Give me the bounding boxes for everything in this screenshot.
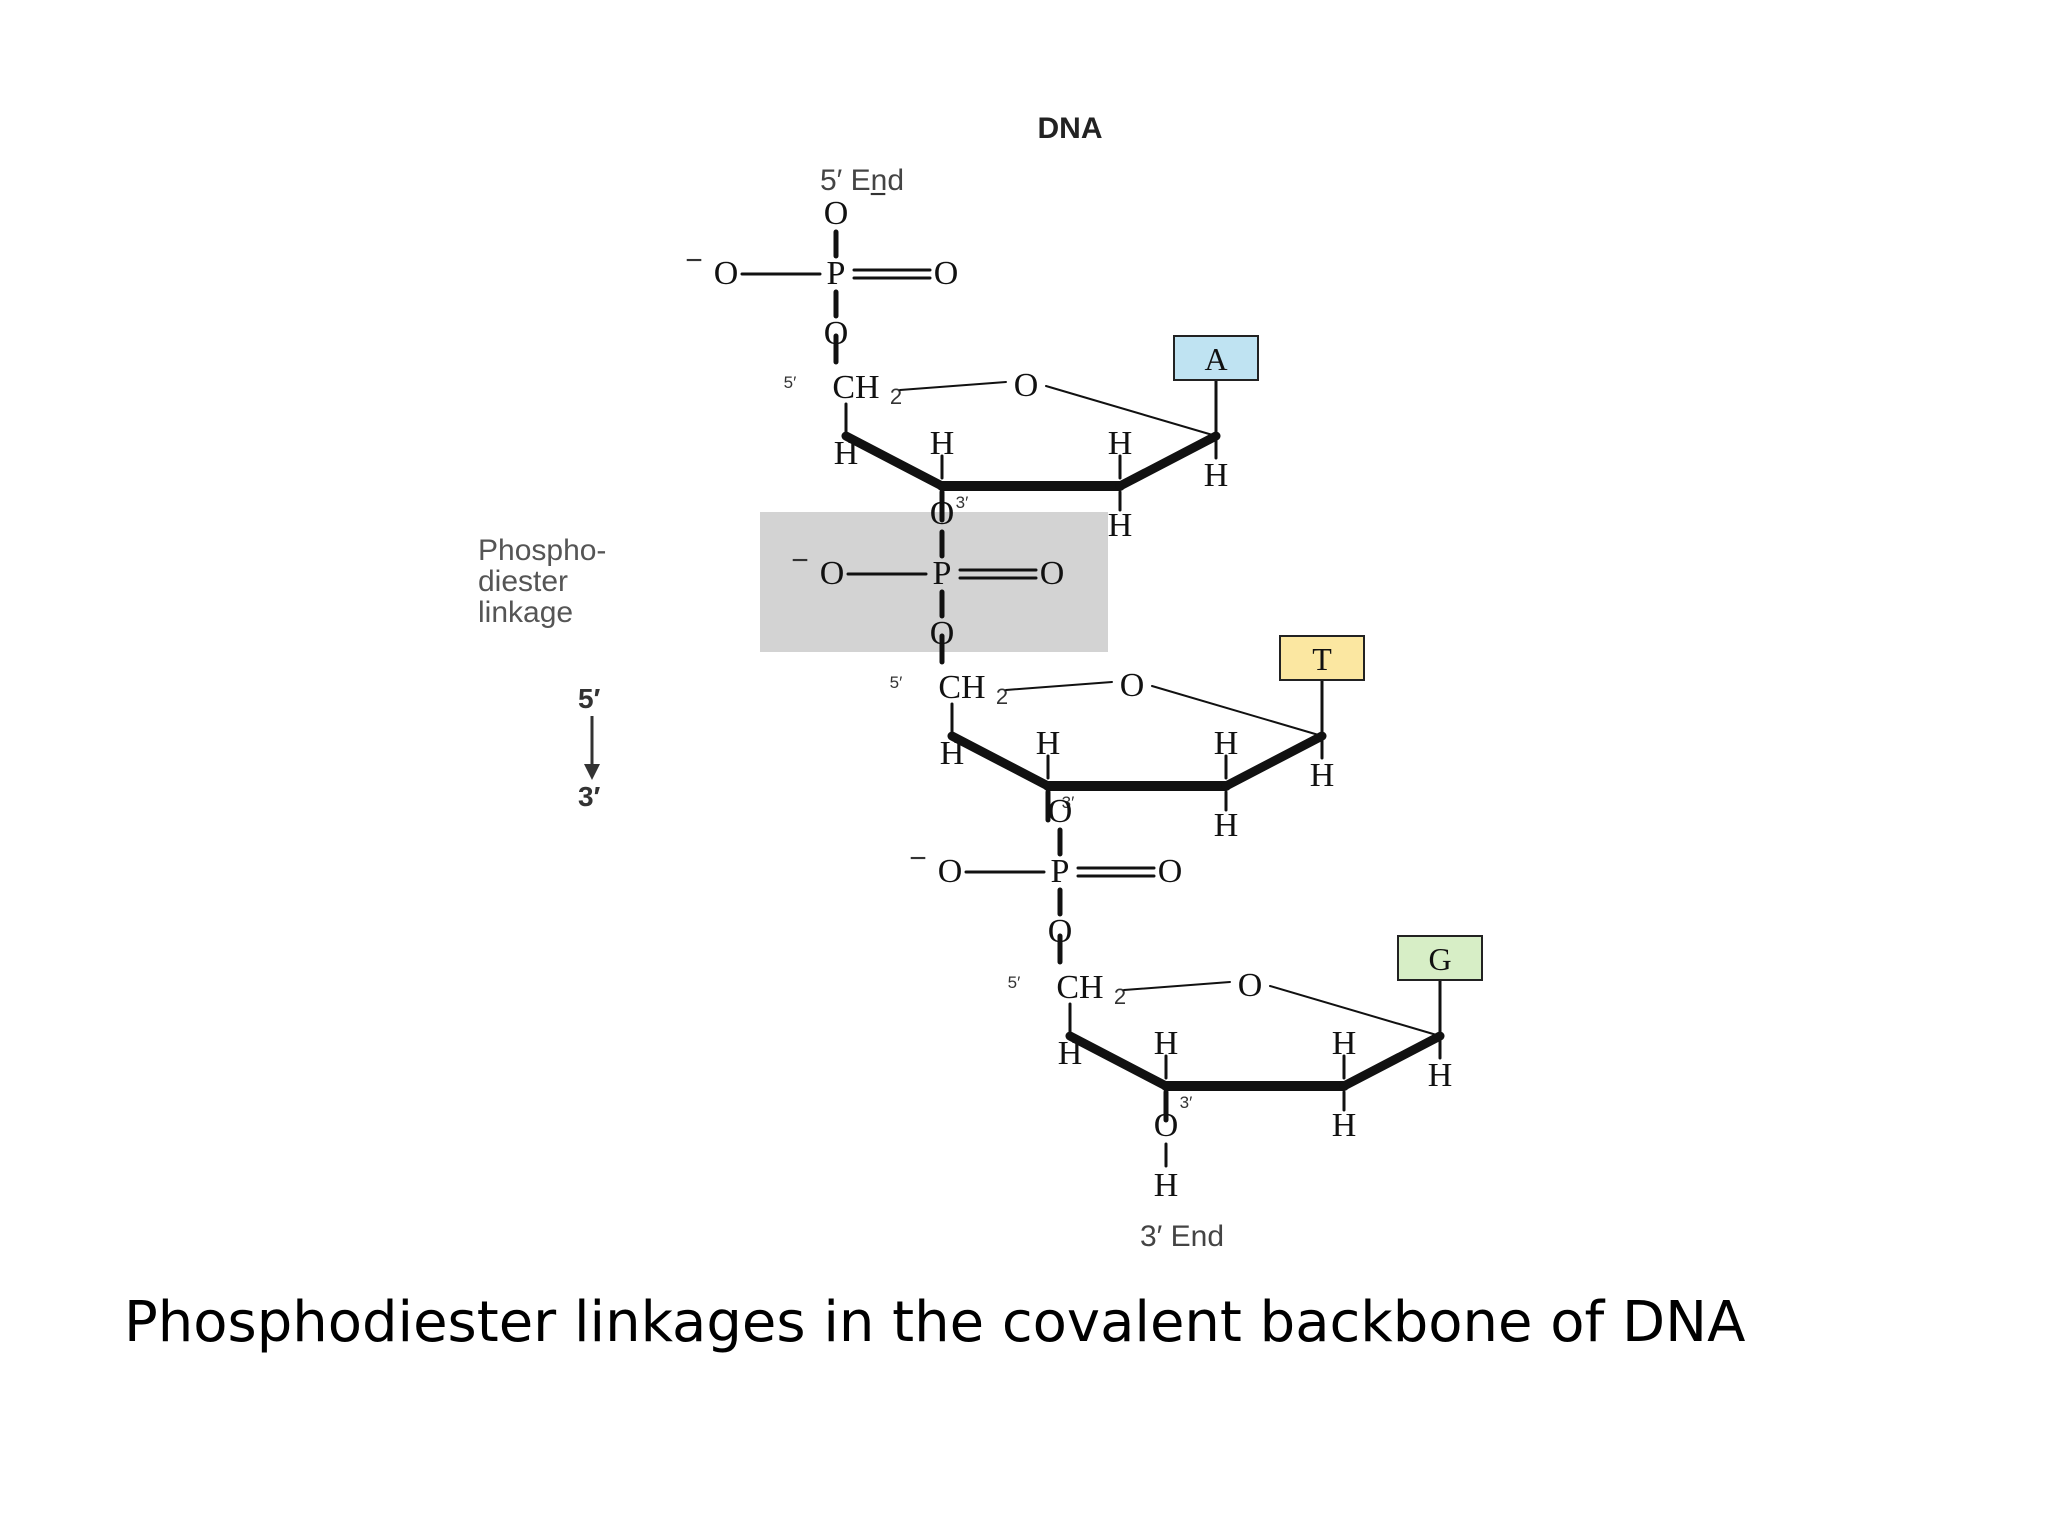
direction-arrow-head (584, 764, 600, 780)
sugar-3-bond-c4-o-ring-a (1123, 981, 1231, 991)
sugar-3-c3-label: 3′ (1180, 1093, 1193, 1112)
sugar-1-ring-o: O (1014, 367, 1039, 404)
phosphate-2-charge: − (791, 544, 809, 577)
sugar-1-base-letter: A (1204, 341, 1227, 377)
sugar-2-ring-o: O (1120, 667, 1145, 704)
sugar-3-base-letter: G (1428, 941, 1451, 977)
sugar-2-h-c3: H (1036, 725, 1061, 762)
sugar-1-h-c2-down: H (1108, 507, 1133, 544)
sugar-1-h-c2-up: H (1108, 425, 1133, 462)
phosphate-2-left-o: O (820, 555, 845, 592)
sugar-1-h-c1: H (1204, 457, 1229, 494)
terminal-5-charge: − (869, 178, 887, 211)
sugar-1-c3-label: 3′ (956, 493, 969, 512)
sugar-1-ch2-sub: 2 (890, 384, 902, 409)
phosphate-3-p: P (1051, 853, 1070, 890)
direction-bottom-label: 3′ (578, 781, 601, 812)
phosphate-2-p: P (933, 555, 952, 592)
terminal-3-o: O (1154, 1107, 1179, 1144)
sugar-3-bond-c2c1 (1339, 1031, 1445, 1091)
sugar-2-h-c4: H (940, 735, 965, 772)
sugar-2-c3-label: 3′ (1062, 793, 1075, 812)
sugar-2-base-box (1279, 635, 1365, 681)
five-prime-end-label: 5′ End (820, 164, 904, 197)
sugar-3-h-c4: H (1058, 1035, 1083, 1072)
sugar-2-bond-c4c3 (947, 731, 1053, 791)
linkage-label-line1: Phospho- (478, 534, 606, 567)
direction-top-label: 5′ (578, 683, 601, 714)
linkage-label-line2: diester (478, 565, 568, 598)
sugar-1-h-c4: H (834, 435, 859, 472)
sugar-2-c5-label: 5′ (890, 673, 903, 692)
sugar-1-base-box (1173, 335, 1259, 381)
sugar-1-h-c3: H (930, 425, 955, 462)
sugar-3-ring-o: O (1238, 967, 1263, 1004)
sugar-2-ch2: CH (938, 669, 985, 706)
sugar-2-h-c1: H (1310, 757, 1335, 794)
sugar-3-h-c1: H (1428, 1057, 1453, 1094)
phosphate-1-upper-o: O (824, 195, 849, 232)
sugar-3-h-c2-down: H (1332, 1107, 1357, 1144)
terminal-3-h: H (1154, 1167, 1179, 1204)
diagram-title: DNA (1038, 112, 1103, 145)
slide-caption: Phosphodiester linkages in the covalent … (124, 1290, 1746, 1355)
sugar-1-c5-label: 5′ (784, 373, 797, 392)
sugar-2-bond-c2c1 (1221, 731, 1327, 791)
sugar-3-bond-o-c1 (1269, 985, 1441, 1037)
sugar-3-bond-c4c3 (1065, 1031, 1171, 1091)
sugar-2-bond-c4-o-ring-a (1005, 681, 1113, 691)
sugar-3-ch2-sub: 2 (1114, 984, 1126, 1009)
sugar-3-h-c2-up: H (1332, 1025, 1357, 1062)
phosphate-2-upper-o: O (930, 495, 955, 532)
phosphate-1-right-o: O (934, 255, 959, 292)
sugar-2-bond-o-c1 (1151, 685, 1323, 737)
phosphate-1-charge: − (685, 244, 703, 277)
phosphate-2-right-o: O (1040, 555, 1065, 592)
sugar-2-base-letter: T (1312, 641, 1332, 677)
linkage-label-line3: linkage (478, 596, 573, 629)
phosphate-1-left-o: O (714, 255, 739, 292)
phosphate-3-upper-o: O (1048, 793, 1073, 830)
sugar-2-ch2-sub: 2 (996, 684, 1008, 709)
sugar-3-ch2: CH (1056, 969, 1103, 1006)
phosphate-1-p: P (827, 255, 846, 292)
sugar-2-h-c2-up: H (1214, 725, 1239, 762)
sugar-3-h-c3: H (1154, 1025, 1179, 1062)
phosphate-3-right-o: O (1158, 853, 1183, 890)
phosphate-3-left-o: O (938, 853, 963, 890)
three-prime-end-label: 3′ End (1140, 1220, 1224, 1253)
phosphate-3-charge: − (909, 842, 927, 875)
sugar-1-bond-c4-o-ring-a (899, 381, 1007, 391)
sugar-2-h-c2-down: H (1214, 807, 1239, 844)
sugar-1-bond-c4c3 (841, 431, 947, 491)
sugar-1-ch2: CH (832, 369, 879, 406)
sugar-3-base-box (1397, 935, 1483, 981)
sugar-1-bond-c2c1 (1115, 431, 1221, 491)
phosphodiester-highlight (760, 512, 1108, 652)
sugar-1-bond-o-c1 (1045, 385, 1217, 437)
sugar-3-c5-label: 5′ (1008, 973, 1021, 992)
